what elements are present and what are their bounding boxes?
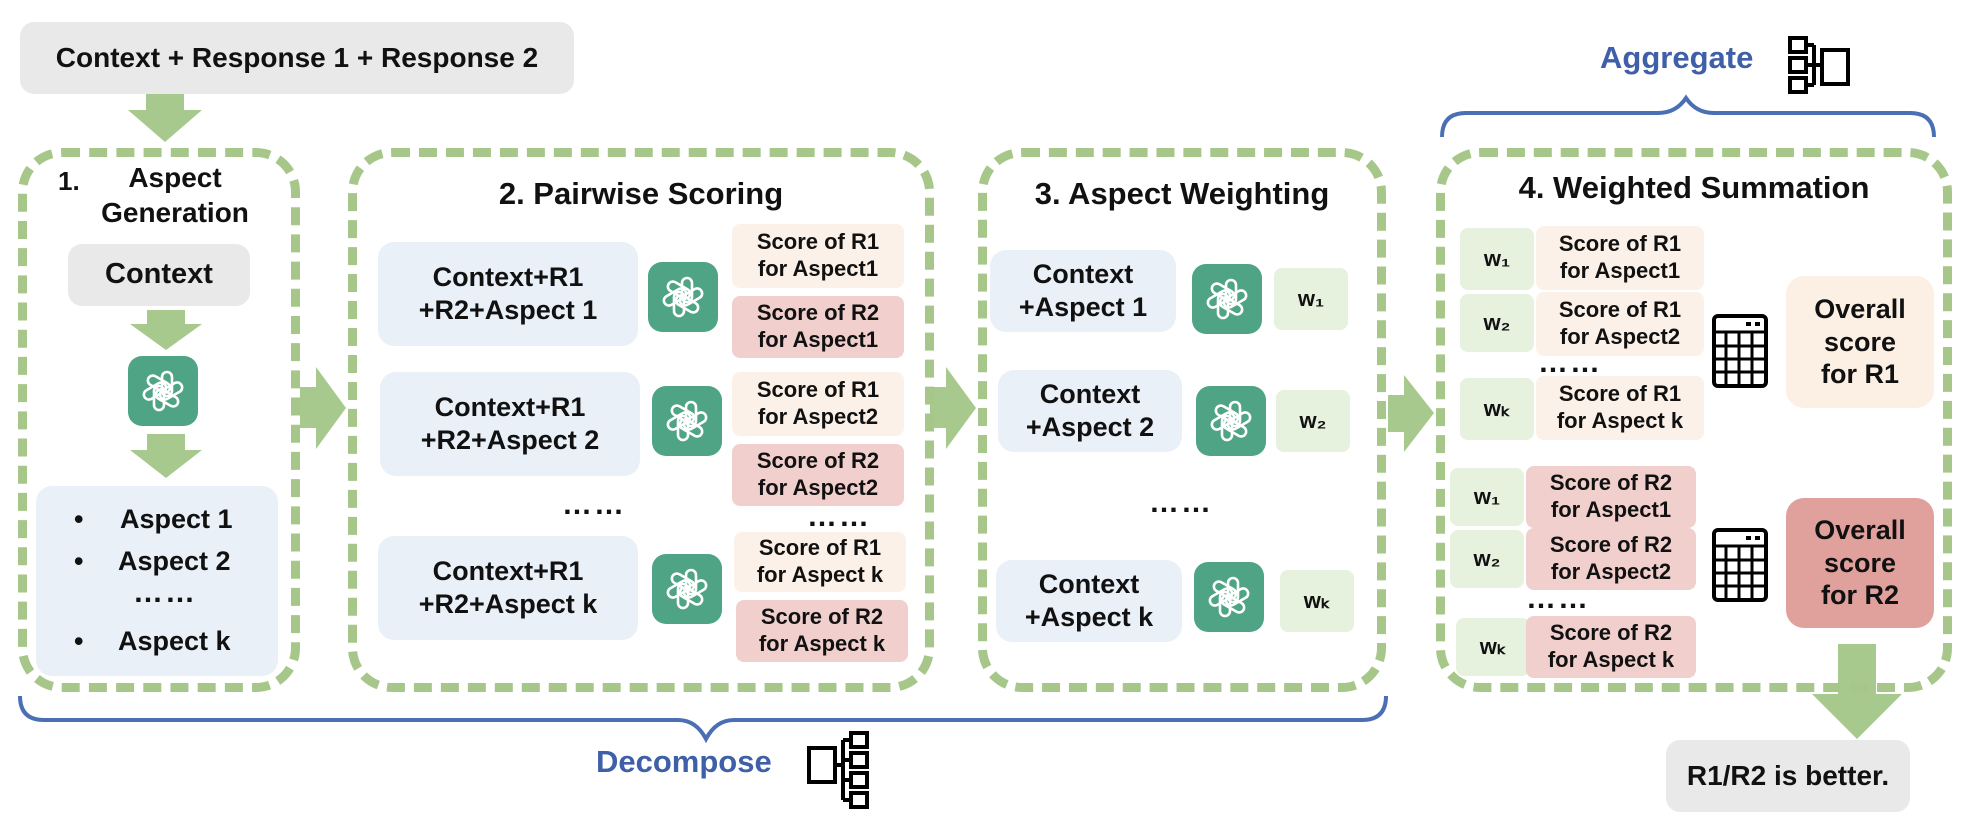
right-arrow-3 (1388, 375, 1434, 452)
scoring-input-1: Context+R1 +R2+Aspect 1 (378, 242, 638, 346)
weighted-summation-frame (1436, 148, 1952, 692)
chatgpt-icon (652, 386, 722, 456)
scoring-dots-right: …… (807, 500, 871, 533)
down-arrow-gen-2 (130, 434, 202, 478)
decompose-label: Decompose (596, 744, 772, 779)
sum-score-r1-aspect1: Score of R1 for Aspect1 (1536, 226, 1704, 290)
sum-weight-r1-2: w₂ (1460, 294, 1534, 352)
aspect-list-item: • (74, 546, 84, 576)
weighting-input-1: Context +Aspect 1 (990, 250, 1176, 332)
chatgpt-icon (128, 356, 198, 426)
score-r1-aspect2: Score of R1 for Aspect2 (732, 372, 904, 436)
aggregate-label: Aggregate (1600, 40, 1754, 75)
aspect-list-label: Aspect k (118, 626, 231, 656)
overall-score-r2: Overall score for R2 (1786, 498, 1934, 628)
score-r2-aspectk: Score of R2 for Aspect k (736, 600, 908, 662)
weight-2: w₂ (1276, 390, 1350, 452)
aspect-weighting-frame (978, 148, 1386, 692)
sum-score-r2-aspect1: Score of R2 for Aspect1 (1526, 466, 1696, 528)
down-arrow-input (128, 90, 202, 142)
weighting-input-k: Context +Aspect k (996, 560, 1182, 642)
chatgpt-icon (1192, 264, 1262, 334)
sum-weight-r1-k: wₖ (1460, 378, 1534, 440)
right-arrow-2 (930, 367, 976, 449)
scoring-input-k: Context+R1 +R2+Aspect k (378, 536, 638, 640)
weight-k: wₖ (1280, 570, 1354, 632)
chatgpt-icon (1194, 562, 1264, 632)
sum-weight-r2-2: w₂ (1450, 530, 1524, 588)
aspect-weighting-title: 3. Aspect Weighting (1034, 176, 1330, 211)
calculator-icon (1712, 314, 1768, 388)
decompose-bracket (18, 695, 1388, 744)
chatgpt-icon (648, 262, 718, 332)
sum-score-r1-aspect2: Score of R1 for Aspect2 (1536, 292, 1704, 356)
aggregate-bracket (1440, 94, 1936, 138)
input-box: Context + Response 1 + Response 2 (20, 22, 574, 94)
weighting-input-2: Context +Aspect 2 (998, 370, 1182, 452)
overall-score-r1: Overall score for R1 (1786, 276, 1934, 408)
aspect-generation-frame (18, 148, 300, 692)
pairwise-scoring-title: 2. Pairwise Scoring (498, 176, 784, 211)
sum-score-r2-aspect2: Score of R2 for Aspect2 (1526, 528, 1696, 590)
aspect-list-item: • (74, 626, 84, 656)
weighting-dots: …… (1149, 486, 1213, 519)
result-box: R1/R2 is better. (1666, 740, 1910, 812)
sum-dots-r1: …… (1538, 346, 1602, 379)
chatgpt-icon (652, 554, 722, 624)
calculator-icon (1712, 528, 1768, 602)
aspect-list-dots: …… (133, 576, 197, 609)
aspect-list-label: Aspect 2 (118, 546, 231, 576)
sum-weight-r2-k: wₖ (1456, 618, 1530, 676)
sum-weight-r2-1: w₁ (1450, 468, 1524, 526)
score-r1-aspectk: Score of R1 for Aspect k (734, 532, 906, 592)
decompose-icon (807, 731, 869, 809)
score-r2-aspect1: Score of R2 for Aspect1 (732, 296, 904, 358)
aspect-generation-number: 1. (58, 166, 80, 196)
score-r1-aspect1: Score of R1 for Aspect1 (732, 224, 904, 288)
right-arrow-1 (300, 367, 346, 449)
aspect-generation-title: Aspect Generation (101, 162, 249, 228)
pairwise-scoring-frame (348, 148, 934, 692)
chatgpt-icon (1196, 386, 1266, 456)
aspect-list-item: • (74, 504, 84, 534)
scoring-dots-left: …… (562, 488, 626, 521)
aspect-list-box: • Aspect 1 • Aspect 2 …… • Aspect k (36, 486, 278, 676)
score-r2-aspect2: Score of R2 for Aspect2 (732, 444, 904, 506)
sum-score-r2-aspectk: Score of R2 for Aspect k (1526, 616, 1696, 678)
weighted-summation-title: 4. Weighted Summation (1518, 170, 1870, 205)
generation-context-box: Context (68, 244, 250, 306)
weight-1: w₁ (1274, 268, 1348, 330)
aggregate-icon (1788, 36, 1850, 94)
sum-score-r1-aspectk: Score of R1 for Aspect k (1536, 376, 1704, 440)
aspect-list-label: Aspect 1 (120, 504, 233, 534)
scoring-input-2: Context+R1 +R2+Aspect 2 (380, 372, 640, 476)
sum-weight-r1-1: w₁ (1460, 228, 1534, 290)
sum-dots-r2: …… (1526, 582, 1590, 615)
down-arrow-gen-1 (130, 310, 202, 350)
